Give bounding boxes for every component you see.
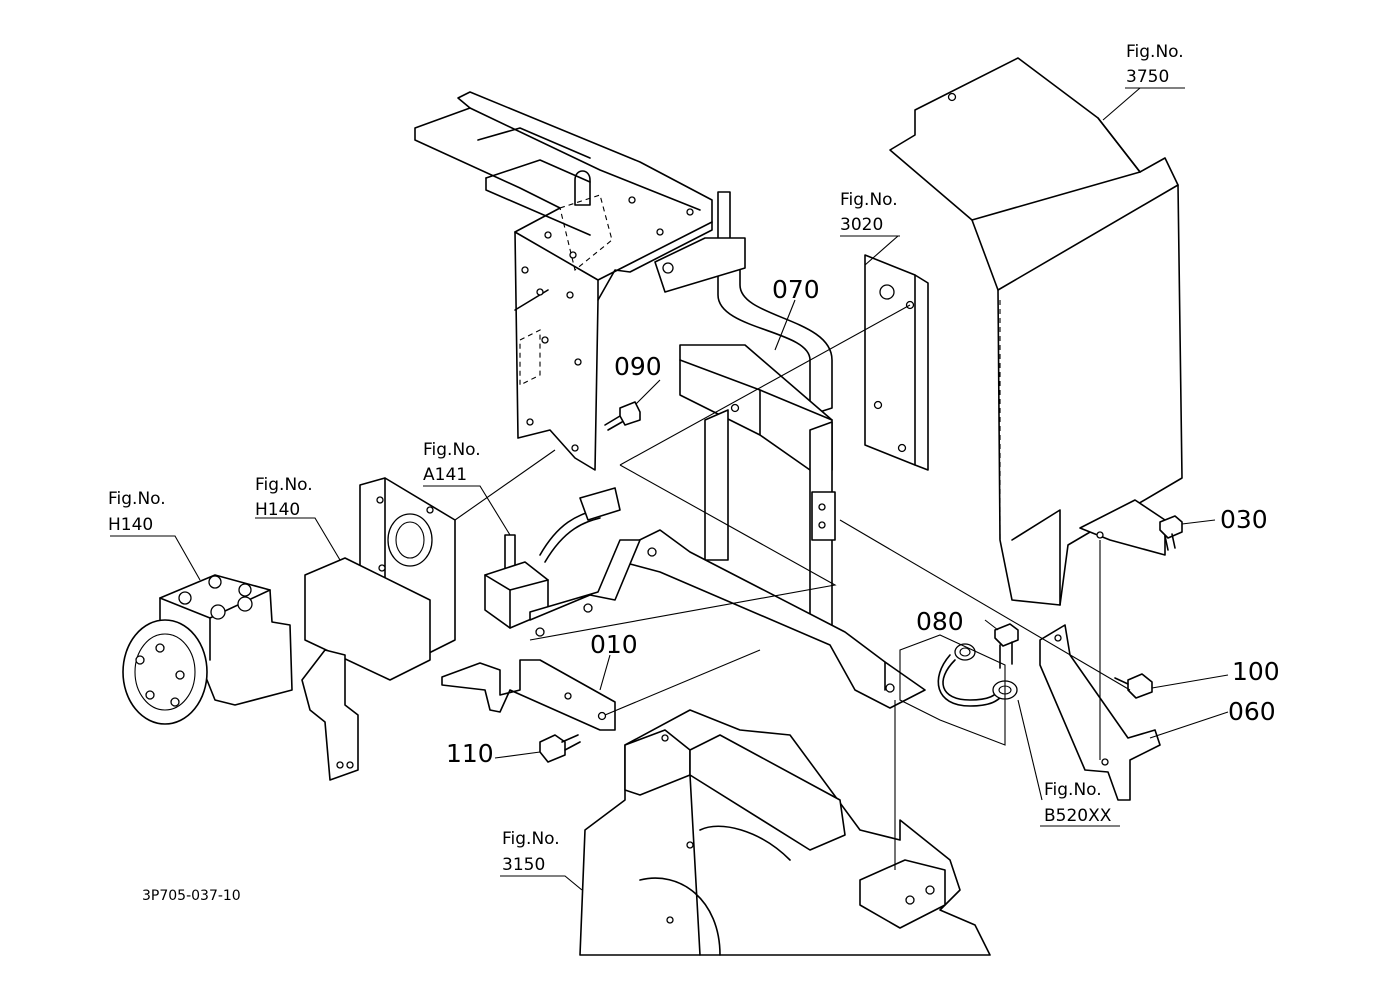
part-number-030: 030 <box>1220 505 1268 534</box>
bolt-030 <box>1159 515 1183 551</box>
fig-H140b-line2: H140 <box>255 500 300 520</box>
fig-3150-line2: 3150 <box>502 855 545 875</box>
hose-assembly <box>899 634 1018 746</box>
fig-B520XX-line2: B520XX <box>1044 806 1112 826</box>
figure-reference-3750: Fig.No. 3750 <box>1126 42 1184 87</box>
upper-frame <box>414 91 713 471</box>
steering-unit <box>122 574 293 725</box>
fig-A141-line2: A141 <box>423 465 467 485</box>
fig-3020-line2: 3020 <box>840 215 883 235</box>
base-bracket <box>614 529 926 709</box>
diagram-code: 3P705-037-10 <box>142 888 241 904</box>
bolt-100 <box>1114 673 1153 699</box>
figure-reference-H140-unit: Fig.No. H140 <box>108 489 166 535</box>
part-number-060: 060 <box>1228 697 1276 726</box>
fig-3020-line1: Fig.No. <box>840 190 898 210</box>
figure-reference-3020: Fig.No. 3020 <box>840 190 898 235</box>
fig-3750-line1: Fig.No. <box>1126 42 1184 62</box>
bolt-110 <box>539 734 581 763</box>
leader-lines <box>110 87 1229 891</box>
bracket-010 <box>441 659 616 731</box>
figure-reference-B520XX: Fig.No. B520XX <box>1044 780 1112 826</box>
part-number-110: 110 <box>446 739 494 768</box>
part-number-080: 080 <box>916 607 964 636</box>
fig-A141-line1: Fig.No. <box>423 440 481 460</box>
rear-plate <box>864 254 929 471</box>
part-number-010: 010 <box>590 630 638 659</box>
fig-3750-line2: 3750 <box>1126 67 1169 87</box>
bolt-080 <box>994 623 1019 669</box>
transmission-housing <box>579 709 991 956</box>
figure-reference-H140-bracket: Fig.No. H140 <box>255 475 313 520</box>
figure-reference-A141: Fig.No. A141 <box>423 440 481 485</box>
fig-H140a-line1: Fig.No. <box>108 489 166 509</box>
sensor-assembly <box>484 487 641 637</box>
fig-3150-line1: Fig.No. <box>502 829 560 849</box>
figure-reference-3150: Fig.No. 3150 <box>502 829 560 875</box>
fig-H140b-line1: Fig.No. <box>255 475 313 495</box>
part-number-090: 090 <box>614 352 662 381</box>
part-number-100: 100 <box>1232 657 1280 686</box>
pipe-070 <box>654 191 836 631</box>
cover-panel <box>889 57 1183 606</box>
mount-bracket <box>301 477 456 781</box>
fig-H140a-line2: H140 <box>108 515 153 535</box>
bolt-090 <box>604 401 641 431</box>
part-number-070: 070 <box>772 275 820 304</box>
fig-B520XX-line1: Fig.No. <box>1044 780 1102 800</box>
